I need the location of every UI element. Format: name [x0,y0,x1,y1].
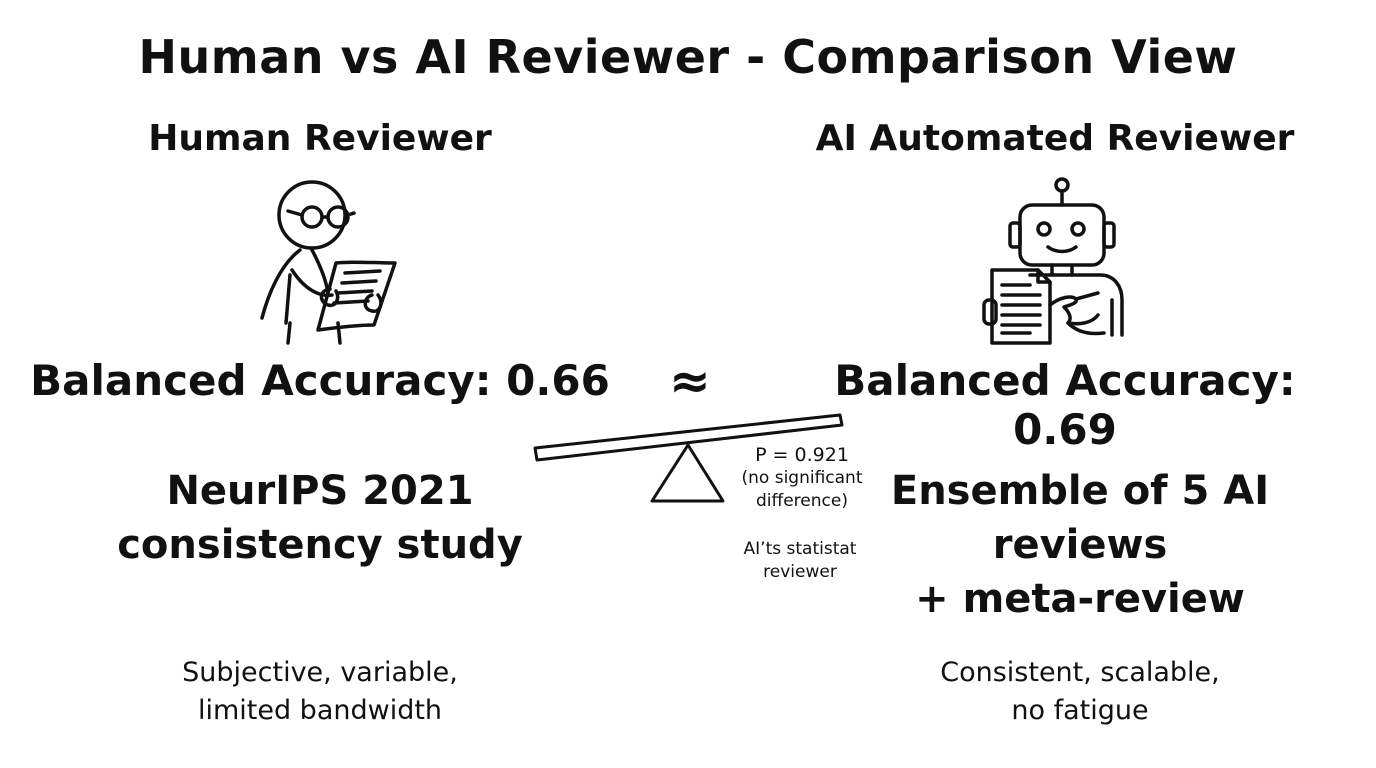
ai-reviewer-heading: AI Automated Reviewer [815,118,1295,159]
balance-scale-icon [533,413,844,503]
human-reviewer-icon [260,180,397,345]
page-title: Human vs AI Reviewer - Comparison View [138,30,1238,84]
human-method: NeurIPS 2021 consistency study [100,464,540,572]
human-reviewer-heading: Human Reviewer [148,118,492,159]
human-traits: Subjective, variable, limited bandwidth [130,654,510,730]
ai-method-line: Ensemble of 5 AI [890,468,1270,514]
ai-method: Ensemble of 5 AI reviews + meta-review [860,464,1300,626]
human-method-line: consistency study [117,522,523,568]
ai-trait-line: no fatigue [1011,695,1149,726]
statistical-note-line: reviewer [763,562,837,582]
p-note-line: (no significant [741,468,863,488]
statistical-note-line: AI’ts statistat [743,539,857,559]
ai-balanced-accuracy: Balanced Accuracy: 0.69 [834,356,1296,454]
p-note-line: difference) [756,491,848,511]
ai-trait-line: Consistent, scalable, [940,657,1220,688]
human-trait-line: limited bandwidth [197,695,443,726]
ai-method-line: + meta-review [915,576,1245,622]
p-value: P = 0.921 [755,444,849,466]
approximately-equal-symbol: ≈ [669,352,711,410]
statistical-note: AI’ts statistat reviewer [708,538,892,584]
ai-method-line: reviews [992,522,1168,568]
human-method-line: NeurIPS 2021 [166,468,474,514]
ai-traits: Consistent, scalable, no fatigue [880,654,1280,730]
p-value-annotation: P = 0.921 (no significant difference) [712,444,892,513]
human-balanced-accuracy: Balanced Accuracy: 0.66 [30,356,610,405]
robot-reviewer-icon [982,177,1124,345]
human-trait-line: Subjective, variable, [182,657,458,688]
